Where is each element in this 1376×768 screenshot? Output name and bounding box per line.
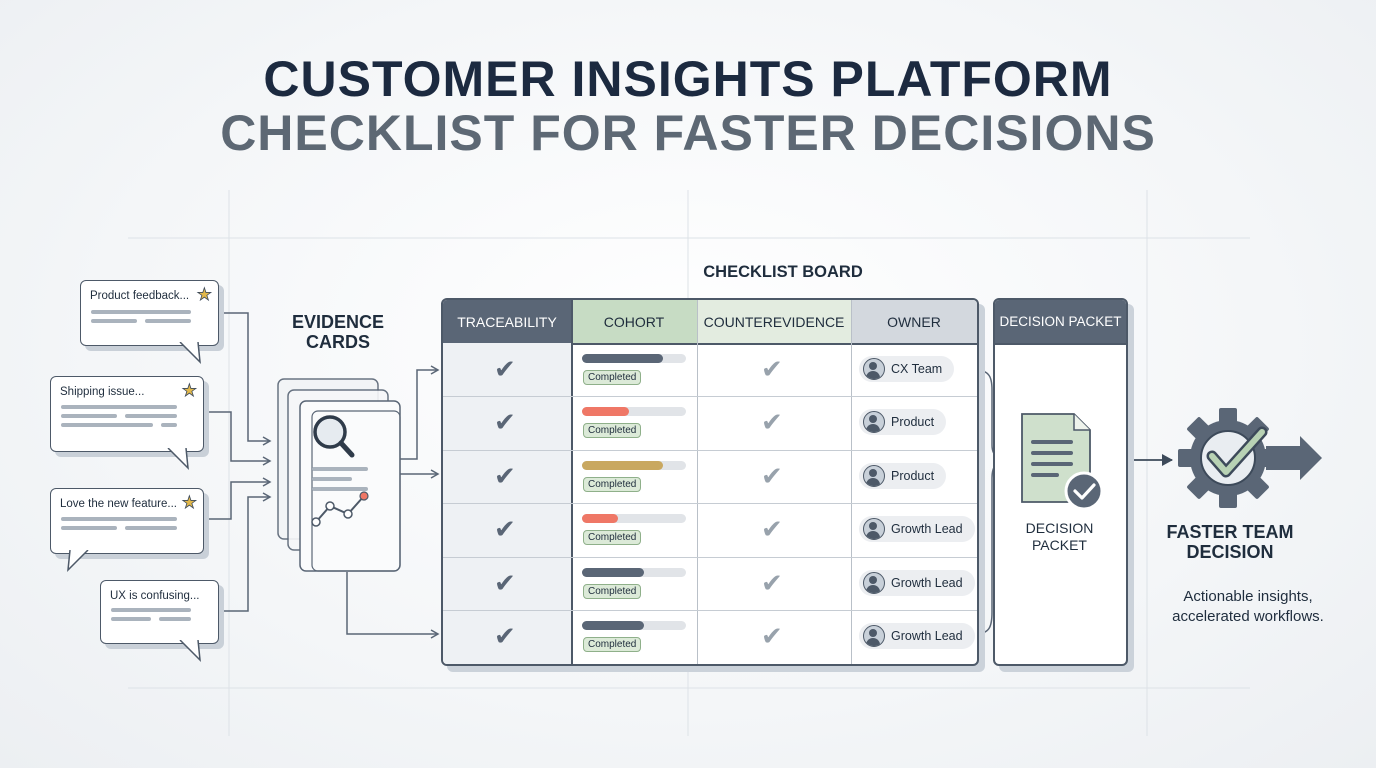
feedback-bubble-2[interactable]: Shipping issue... ★ [50,376,204,452]
cohort-progress-fill [582,354,664,363]
result-title: FASTER TEAM DECISION [1166,522,1294,562]
check-icon: ✔ [494,567,516,598]
feedback-text: Love the new feature... [60,498,177,510]
avatar [863,518,885,541]
decision-packet-label: DECISION PACKET [1025,520,1094,553]
check-icon: ✔ [761,407,783,438]
owner-chip[interactable]: Product [859,462,947,489]
column-header-owner[interactable]: OWNER [851,300,977,345]
feedback-bubble-1[interactable]: Product feedback... ★ [80,280,219,346]
star-icon: ★ [181,493,197,513]
page-title: CUSTOMER INSIGHTS PLATFORM [263,51,1113,107]
bubble-tail [167,448,189,471]
arrow-evidence-3 [346,572,440,639]
owner-name: Product [891,415,935,430]
status-badge: Completed [583,370,642,385]
magnifier-icon [313,415,355,458]
owner-chip[interactable]: Growth Lead [859,516,975,543]
arrow-feedback-3 [204,477,272,520]
owner-name: Growth Lead [891,522,963,537]
check-icon: ✔ [494,407,516,438]
check-icon: ✔ [494,514,516,545]
check-icon: ✔ [494,460,516,491]
bubble-tail [179,342,201,365]
owner-name: Growth Lead [891,629,963,643]
avatar [863,625,885,647]
trend-line-icon [311,491,369,527]
owner-chip[interactable]: Product [859,409,947,436]
cohort-progress-bar [582,567,686,577]
table-row[interactable]: ✔ Completed ✔ Growth Lead [443,610,977,663]
page-subtitle: CHECKLIST FOR FASTER DECISIONS [220,105,1156,161]
feedback-bubble-4[interactable]: UX is confusing... [100,580,219,644]
check-icon: ✔ [761,460,783,491]
feedback-bubble-3[interactable]: Love the new feature... ★ [50,488,204,554]
star-icon: ★ [181,381,197,401]
arrow-feedback-1 [220,312,272,446]
table-row[interactable]: ✔ Completed ✔ CX Team [443,343,977,396]
check-icon: ✔ [494,621,516,651]
decision-packet-column: DECISION PACKET [993,298,1128,666]
star-icon: ★ [196,285,212,305]
column-header-counterevidence[interactable]: COUNTEREVIDENCE [697,300,851,345]
cohort-progress-fill [582,407,629,417]
check-icon: ✔ [761,567,783,598]
owner-chip[interactable]: Growth Lead [859,569,975,596]
table-row[interactable]: ✔ Completed ✔ Growth Lead [443,503,977,556]
feedback-text: UX is confusing... [110,590,200,602]
feedback-text: Shipping issue... [60,386,145,398]
table-row[interactable]: ✔ Completed ✔ Growth Lead [443,557,977,610]
avatar [863,411,885,434]
arrow-feedback-2 [204,411,272,466]
status-badge: Completed [583,423,642,439]
check-icon: ✔ [761,621,783,651]
cohort-progress-fill [582,460,664,470]
bubble-tail [179,640,201,663]
status-badge: Completed [583,637,642,652]
status-badge: Completed [583,530,642,546]
cohort-progress-bar [582,621,686,630]
owner-name: Growth Lead [891,575,963,590]
table-row[interactable]: ✔ Completed ✔ Product [443,396,977,449]
check-icon: ✔ [761,514,783,545]
check-icon: ✔ [761,354,783,384]
arrow-feedback-4 [220,492,272,612]
decision-packet-header[interactable]: DECISION PACKET [995,300,1126,345]
cohort-progress-fill [582,567,645,577]
bubble-tail [67,550,89,573]
arrow-evidence-1 [398,365,440,460]
avatar [863,464,885,487]
feedback-text: Product feedback... [90,290,190,302]
owner-name: Product [891,468,935,483]
status-badge: Completed [583,583,642,599]
owner-name: CX Team [891,362,943,376]
check-icon: ✔ [494,354,516,384]
avatar [863,571,885,594]
checklist-board: TRACEABILITY COHORT COUNTEREVIDENCE OWNE… [441,298,979,666]
checklist-board-label: CHECKLIST BOARD [703,263,863,281]
result-subtitle: Actionable insights, accelerated workflo… [1172,588,1324,625]
cohort-progress-bar [582,354,686,363]
cohort-progress-bar [582,407,686,417]
cohort-progress-fill [582,514,619,524]
table-row[interactable]: ✔ Completed ✔ Product [443,450,977,503]
status-badge: Completed [583,476,642,492]
owner-chip[interactable]: CX Team [859,356,955,382]
owner-chip[interactable]: Growth Lead [859,623,975,649]
cohort-progress-bar [582,514,686,524]
cohort-progress-bar [582,460,686,470]
cohort-progress-fill [582,621,645,630]
column-header-cohort[interactable]: COHORT [571,300,697,345]
evidence-cards-label: EVIDENCE CARDS [291,312,385,352]
avatar [863,358,885,380]
